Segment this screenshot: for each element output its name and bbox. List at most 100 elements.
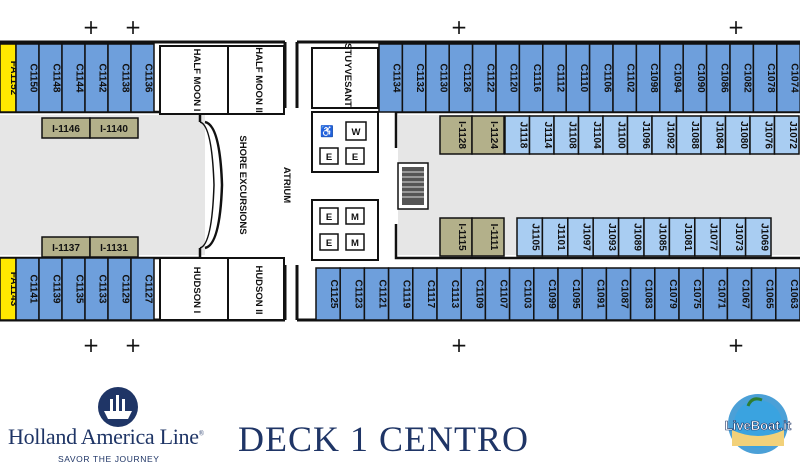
cabin[interactable]: C1139	[38, 257, 63, 321]
cabin[interactable]: C1079	[654, 267, 680, 321]
cabin[interactable]: J1118	[504, 115, 531, 155]
cabin[interactable]: C1138	[107, 43, 132, 113]
cabin[interactable]: C1103	[508, 267, 535, 321]
cabin[interactable]: I-1128	[439, 115, 473, 155]
cabin[interactable]: J1080	[724, 115, 751, 155]
cabin[interactable]: C1133	[84, 257, 109, 321]
cabin[interactable]: C1086	[705, 43, 731, 113]
cabin[interactable]: C1110	[565, 43, 591, 113]
cabin[interactable]: C1067	[726, 267, 753, 321]
cabin[interactable]: C1134	[378, 43, 404, 113]
cabin[interactable]: C1109	[460, 267, 487, 321]
cabin-number: C1133	[97, 275, 108, 304]
cabin[interactable]: C1144	[61, 43, 86, 113]
cabin[interactable]: I-1124	[471, 115, 505, 155]
cabin[interactable]: C1136	[130, 43, 155, 113]
cabin[interactable]: C1116	[518, 43, 544, 113]
cabin[interactable]: C1122	[471, 43, 497, 113]
cabin[interactable]: C1075	[678, 267, 704, 321]
cabin[interactable]: C1113	[436, 267, 462, 321]
cabin[interactable]: C1091	[581, 267, 608, 321]
cabin[interactable]: C1126	[448, 43, 474, 113]
cabin[interactable]: C1063	[775, 267, 800, 321]
cabin[interactable]: J1104	[577, 115, 604, 155]
cabin[interactable]: J1105	[516, 217, 544, 257]
cabin[interactable]: C1094	[659, 43, 684, 113]
cabin[interactable]: C1082	[729, 43, 755, 113]
cabin[interactable]: C1123	[339, 267, 366, 321]
cabin[interactable]: J1101	[541, 217, 569, 257]
cabin[interactable]: C1078	[752, 43, 778, 113]
cabin-number: C1150	[28, 64, 39, 93]
deck-marker: +	[728, 333, 745, 357]
cabin[interactable]: I-1140	[89, 117, 139, 139]
cabin[interactable]: I-1111	[471, 217, 505, 257]
cabin[interactable]: C1106	[588, 43, 614, 113]
deck-marker: +	[83, 15, 100, 39]
cabin[interactable]: C1132	[401, 43, 427, 113]
cabin[interactable]: J1093	[592, 217, 620, 257]
restroom	[345, 147, 365, 165]
cabin[interactable]: J1069	[744, 217, 772, 257]
cabin[interactable]: J1084	[700, 115, 727, 155]
cabin-number: J1118	[517, 122, 528, 149]
cabin[interactable]: C1083	[629, 267, 656, 321]
cabin[interactable]: J1076	[749, 115, 776, 155]
cabin-number: C1095	[570, 279, 581, 309]
cabin[interactable]: C1102	[612, 43, 638, 113]
cabin-number: I-1128	[456, 121, 467, 149]
cabin[interactable]: I-1115	[439, 217, 473, 257]
cabin[interactable]: C1141	[15, 257, 40, 321]
cabin[interactable]: C1074	[776, 43, 800, 113]
cabin[interactable]: J1096	[626, 115, 653, 155]
cabin[interactable]: C1117	[412, 267, 438, 321]
cabin-number: J1092	[664, 121, 675, 149]
cabin[interactable]: C1150	[15, 43, 40, 113]
cabin[interactable]: C1135	[61, 257, 86, 321]
cabin[interactable]: J1100	[602, 115, 629, 155]
cabin-number: J1105	[530, 223, 541, 251]
cabin[interactable]: C1142	[84, 43, 109, 113]
cabin[interactable]: C1098	[635, 43, 661, 113]
deck-markers: ++++++++	[83, 15, 745, 357]
cabin-number: C1079	[667, 279, 678, 309]
cabin[interactable]: C1095	[557, 267, 583, 321]
cabin-number: J1076	[762, 121, 773, 149]
cabin[interactable]: J1089	[617, 217, 645, 257]
cabin[interactable]: C1112	[542, 43, 567, 113]
cabin[interactable]: I-1137	[41, 236, 91, 258]
cabin[interactable]: C1130	[425, 43, 450, 113]
cabin[interactable]: C1099	[533, 267, 559, 321]
cabin[interactable]: C1107	[484, 267, 511, 321]
cabin[interactable]: J1108	[553, 115, 580, 155]
cabin[interactable]: C1087	[605, 267, 632, 321]
cabin[interactable]: J1088	[675, 115, 702, 155]
cabin-number: J1085	[657, 223, 668, 251]
cabin[interactable]: C1129	[107, 257, 132, 321]
room-hudson-2: HUDSON II	[227, 257, 285, 321]
cabin[interactable]: C1148	[38, 43, 63, 113]
cabin[interactable]: J1077	[694, 217, 721, 257]
cabin[interactable]: J1081	[668, 217, 696, 257]
cabin[interactable]: J1072	[773, 115, 800, 155]
cabin[interactable]: C1127	[130, 257, 155, 321]
cabin[interactable]: J1097	[567, 217, 594, 257]
cabin[interactable]: C1119	[387, 267, 414, 321]
cabin[interactable]: C1071	[702, 267, 729, 321]
restroom	[319, 147, 339, 165]
cabin[interactable]: C1120	[495, 43, 521, 113]
cabin[interactable]: C1090	[682, 43, 708, 113]
cabin[interactable]: I-1131	[89, 236, 139, 258]
cabin-number: J1089	[631, 223, 642, 251]
cabin[interactable]: J1085	[643, 217, 671, 257]
cabin[interactable]: C1065	[750, 267, 777, 321]
stuyvesant-label: STUYVESANT	[342, 43, 353, 107]
cabin[interactable]: I-1146	[41, 117, 91, 139]
restroom-label: E	[326, 212, 332, 223]
cabin[interactable]: J1092	[651, 115, 678, 155]
cabin[interactable]: J1114	[528, 115, 555, 155]
deck-marker: +	[125, 333, 142, 357]
cabin[interactable]: J1073	[719, 217, 747, 257]
cabin[interactable]: C1121	[363, 267, 390, 321]
cabin[interactable]: C1125	[315, 267, 341, 321]
